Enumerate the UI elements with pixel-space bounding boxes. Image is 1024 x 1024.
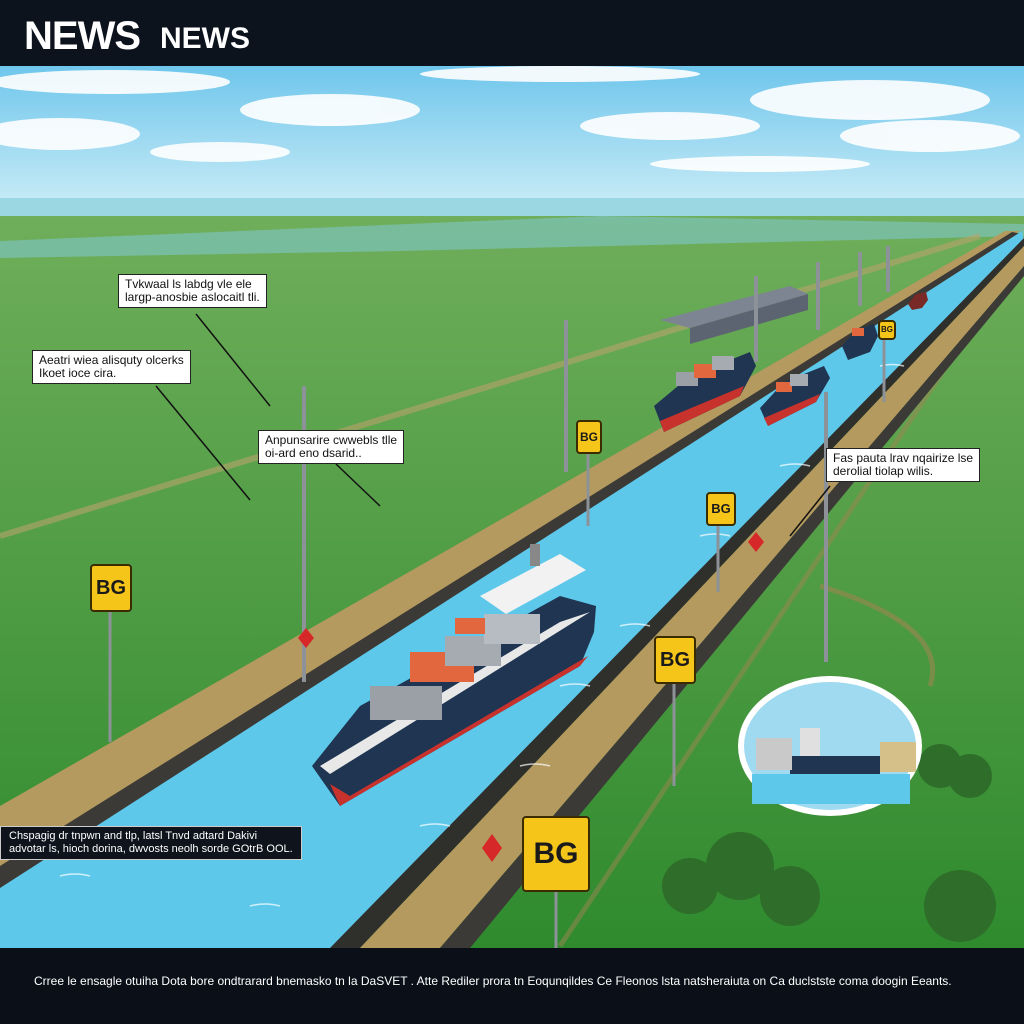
cargo-ship-3 bbox=[760, 366, 830, 426]
callout-3: Anpunsarire cwwebls tlle oi-ard eno dsar… bbox=[258, 430, 405, 464]
header-bar: NEWS NEWS bbox=[0, 0, 1024, 66]
bg-sign-6: BG bbox=[878, 320, 896, 340]
cargo-ship-5 bbox=[908, 292, 928, 310]
brand-subtitle: NEWS bbox=[160, 22, 250, 55]
canal-illustration: BG BG BG BG BG BG Tvkwaal ls labdg vle e… bbox=[0, 66, 1024, 948]
clouds bbox=[0, 66, 1020, 172]
footer-caption: Crree le ensagle otuiha Dota bore ondtra… bbox=[34, 974, 952, 988]
footer-bar: Crree le ensagle otuiha Dota bore ondtra… bbox=[0, 948, 1024, 1024]
caption-box: Chspagig dr tnpwn and tlp, latsl Tnvd ad… bbox=[0, 826, 302, 860]
trees bbox=[662, 744, 996, 942]
brand-logo: NEWS bbox=[24, 14, 141, 58]
bg-sign-4: BG bbox=[654, 636, 696, 684]
bg-sign-3: BG bbox=[706, 492, 736, 526]
canal-scene-graphic bbox=[0, 66, 1024, 948]
warehouse bbox=[660, 286, 808, 344]
cargo-ship-4 bbox=[842, 324, 878, 360]
bg-sign-5: BG bbox=[522, 816, 590, 892]
callout-1: Tvkwaal ls labdg vle ele largp-anosbie a… bbox=[118, 274, 267, 308]
bg-sign-1: BG bbox=[90, 564, 132, 612]
bg-sign-2: BG bbox=[576, 420, 602, 454]
warning-arrows bbox=[298, 532, 764, 862]
cargo-ship-main bbox=[312, 544, 596, 806]
callout-4: Fas pauta lrav nqairize lse derolial tio… bbox=[826, 448, 981, 482]
inset-view bbox=[738, 676, 922, 816]
right-bank bbox=[330, 238, 1024, 948]
sign-posts bbox=[108, 336, 886, 948]
cargo-ship-2 bbox=[654, 352, 756, 432]
callout-2: Aeatri wiea alisquty olcerks Ikoet ioce … bbox=[32, 350, 191, 384]
